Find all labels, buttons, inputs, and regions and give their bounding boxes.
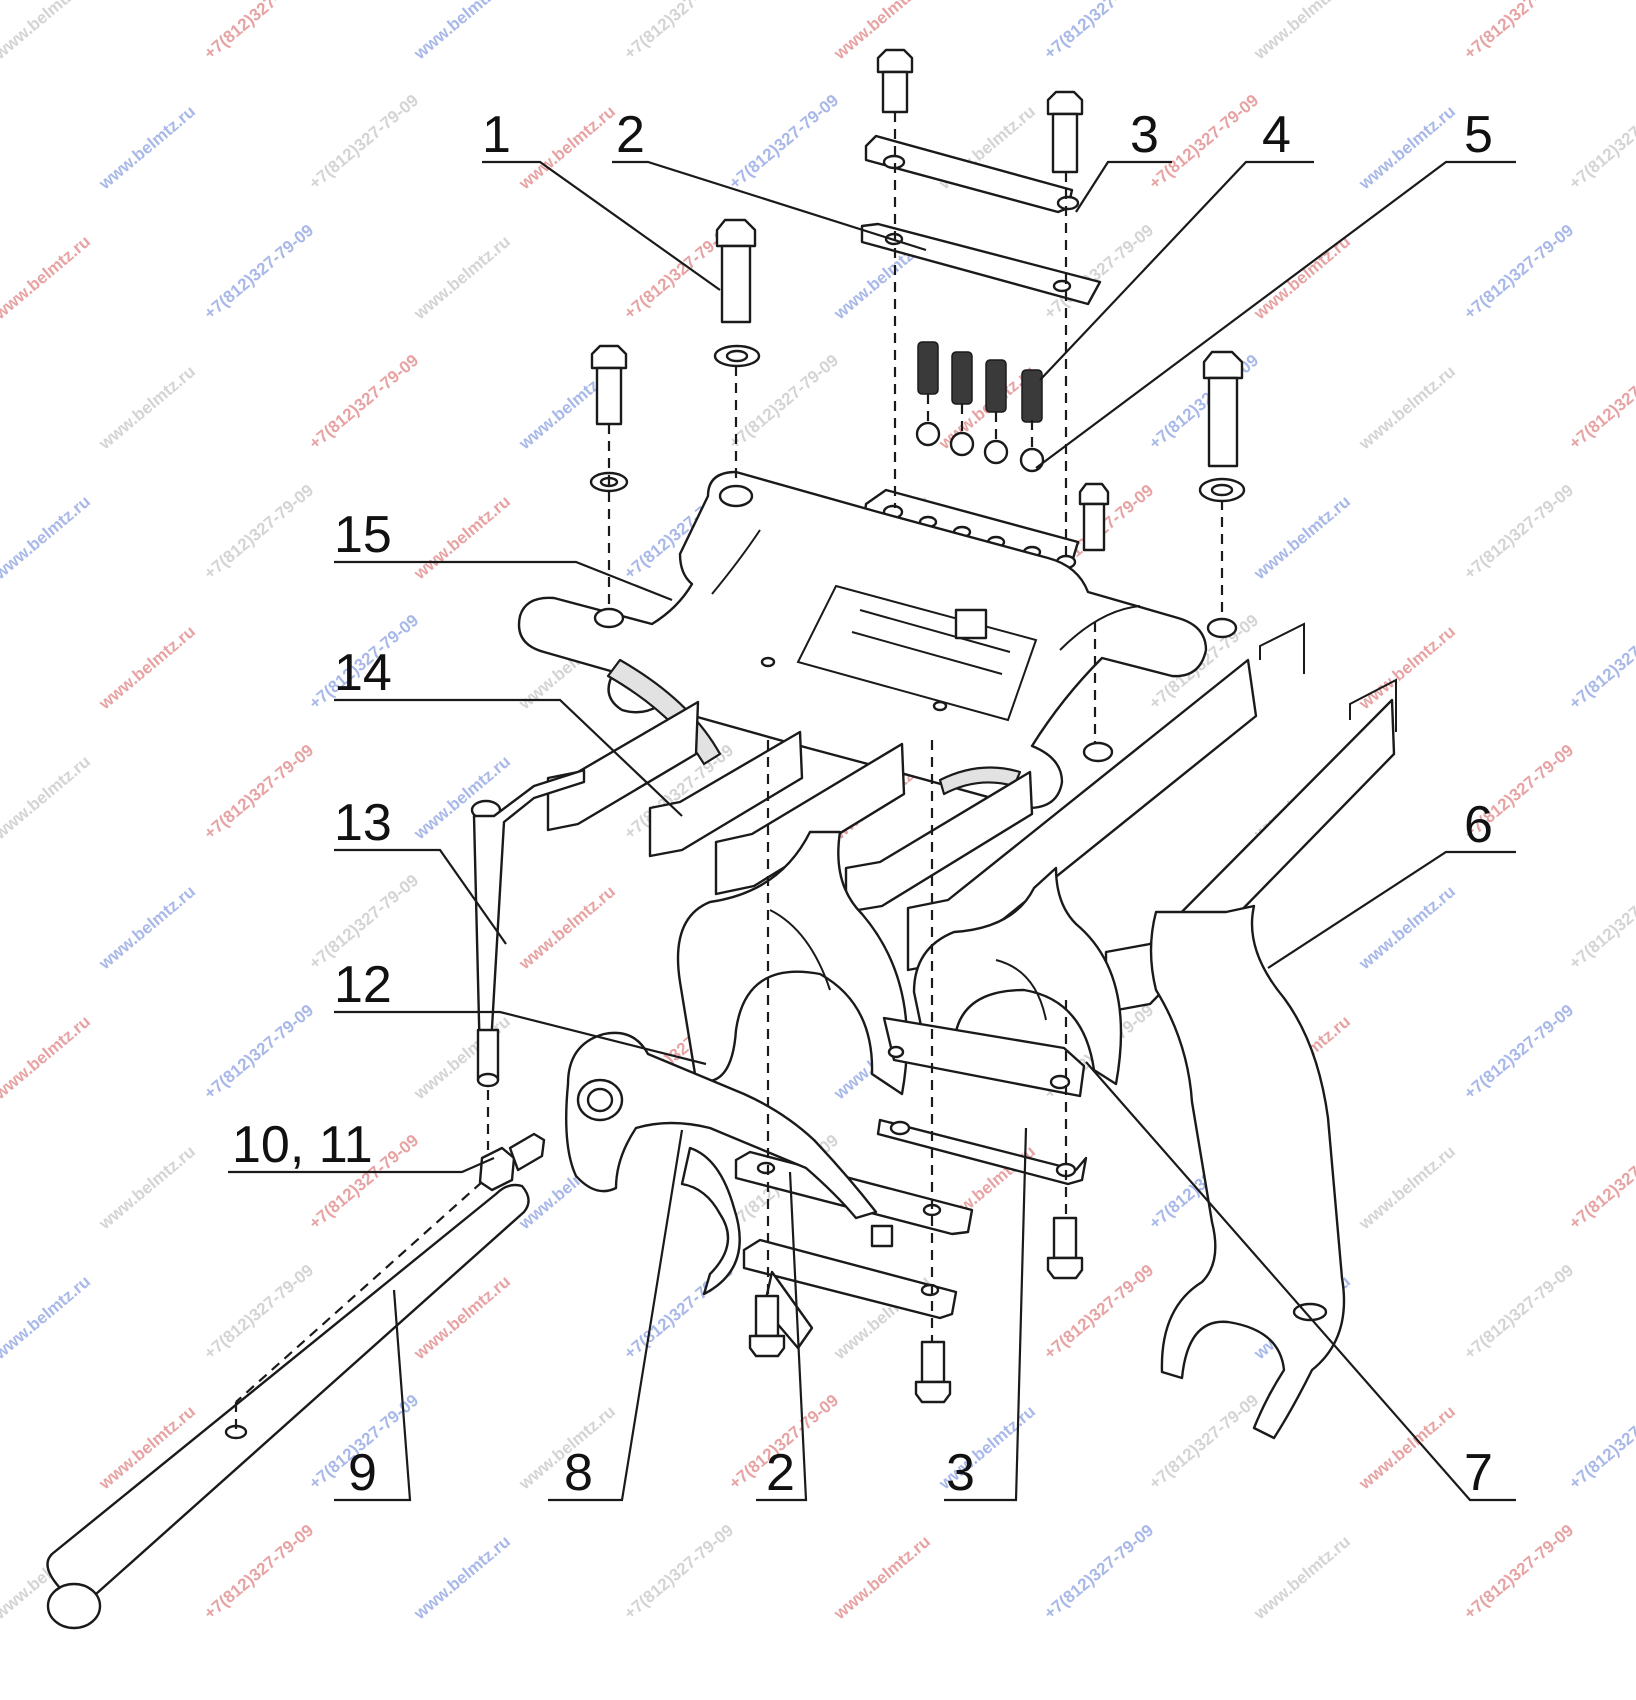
assembly-drawing xyxy=(46,48,1397,1630)
watermark-text: +7(812)327-79-09 xyxy=(200,1001,317,1103)
lever-8 xyxy=(565,1031,878,1350)
lower-strip xyxy=(742,1238,958,1320)
callout-8: 8 xyxy=(564,1444,593,1502)
watermark-text: +7(812)327-79-09 xyxy=(1145,1391,1262,1493)
bolt-top-left xyxy=(876,48,914,114)
fork-6 xyxy=(1149,904,1346,1440)
watermark-text: www.belmtz.ru xyxy=(95,362,199,454)
watermark-text: www.belmtz.ru xyxy=(410,492,514,584)
watermark-text: www.belmtz.ru xyxy=(1355,1402,1459,1494)
locking-plate-bottom xyxy=(876,1118,1088,1186)
watermark-text: +7(812)327-79-09 xyxy=(200,481,317,583)
callout-6: 6 xyxy=(1464,796,1493,854)
watermark-text: +7(812)327-79-09 xyxy=(1565,1391,1636,1493)
bolt-bottom-3 xyxy=(1046,1216,1084,1280)
callout-1: 1 xyxy=(482,106,511,164)
callout-5: 5 xyxy=(1464,106,1493,164)
callout-7: 7 xyxy=(1464,1444,1493,1502)
watermark-text: www.belmtz.ru xyxy=(410,232,514,324)
watermark-text: +7(812)327-79-09 xyxy=(1460,1521,1577,1623)
watermark-text: www.belmtz.ru xyxy=(0,0,94,64)
watermark-text: +7(812)327-79-09 xyxy=(305,91,422,193)
watermark-text: +7(812)327-79-09 xyxy=(1040,1521,1157,1623)
watermark-text: www.belmtz.ru xyxy=(1355,622,1459,714)
watermark-text: www.belmtz.ru xyxy=(1355,102,1459,194)
watermark-text: www.belmtz.ru xyxy=(515,882,619,974)
watermark-text: +7(812)327-79-09 xyxy=(1460,1001,1577,1103)
watermark-text: www.belmtz.ru xyxy=(0,492,94,584)
watermark-text: +7(812)327-79-09 xyxy=(1460,221,1577,323)
fork-center-left xyxy=(676,830,909,1096)
watermark-text: +7(812)327-79-09 xyxy=(1565,871,1636,973)
watermark-text: +7(812)327-79-09 xyxy=(1565,91,1636,193)
callout-3-top: 3 xyxy=(1130,106,1159,164)
watermark-text: +7(812)327-79-09 xyxy=(200,0,317,63)
watermark-text: +7(812)327-79-09 xyxy=(620,1521,737,1623)
callout-10-11: 10, 11 xyxy=(232,1116,373,1174)
callout-9: 9 xyxy=(348,1444,377,1502)
callout-15: 15 xyxy=(334,506,392,564)
bolt-bottom-1 xyxy=(748,1294,786,1358)
bolt-left xyxy=(589,344,629,493)
bolt-1 xyxy=(713,218,761,368)
callout-2-bottom: 2 xyxy=(766,1444,795,1502)
lower-plate xyxy=(882,1016,1086,1098)
watermark-text: +7(812)327-79-09 xyxy=(1565,1131,1636,1233)
watermark-text: +7(812)327-79-09 xyxy=(725,91,842,193)
watermark-text: www.belmtz.ru xyxy=(95,622,199,714)
watermark-text: www.belmtz.ru xyxy=(1250,232,1354,324)
watermark-text: +7(812)327-79-09 xyxy=(200,1261,317,1363)
callout-4: 4 xyxy=(1262,106,1291,164)
watermark-text: +7(812)327-79-09 xyxy=(1565,611,1636,713)
bolt-bottom-4 xyxy=(870,1224,894,1248)
watermark-text: +7(812)327-79-09 xyxy=(1460,1261,1577,1363)
watermark-text: www.belmtz.ru xyxy=(1250,1532,1354,1624)
watermark-text: +7(812)327-79-09 xyxy=(1460,0,1577,63)
watermark-text: +7(812)327-79-09 xyxy=(1145,91,1262,193)
watermark-text: www.belmtz.ru xyxy=(410,0,514,64)
fitting-10-11 xyxy=(478,1132,546,1192)
watermark-text: www.belmtz.ru xyxy=(0,752,94,844)
watermark-text: +7(812)327-79-09 xyxy=(200,1521,317,1623)
watermark-text: www.belmtz.ru xyxy=(410,1532,514,1624)
callout-12: 12 xyxy=(334,956,392,1014)
callout-13: 13 xyxy=(334,794,392,852)
watermark-text: www.belmtz.ru xyxy=(0,232,94,324)
bolt-top-right xyxy=(1046,90,1084,174)
watermark-text: www.belmtz.ru xyxy=(1355,882,1459,974)
callout-3-bottom: 3 xyxy=(946,1444,975,1502)
bolt-right xyxy=(1198,350,1246,503)
watermark-text: www.belmtz.ru xyxy=(95,882,199,974)
watermark-text: +7(812)327-79-09 xyxy=(1040,0,1157,63)
watermark-text: www.belmtz.ru xyxy=(1355,1142,1459,1234)
watermark-text: www.belmtz.ru xyxy=(0,1272,94,1364)
callout-2-top: 2 xyxy=(616,106,645,164)
assembly-axes xyxy=(234,112,1224,1432)
bolt-bottom-2 xyxy=(914,1340,952,1404)
watermark-text: www.belmtz.ru xyxy=(1250,0,1354,64)
watermark-text: +7(812)327-79-09 xyxy=(1460,481,1577,583)
watermark-text: +7(812)327-79-09 xyxy=(200,741,317,843)
watermark-text: www.belmtz.ru xyxy=(95,102,199,194)
watermark-text: www.belmtz.ru xyxy=(830,1532,934,1624)
callout-14: 14 xyxy=(334,644,392,702)
watermark-text: www.belmtz.ru xyxy=(95,1142,199,1234)
watermark-text: www.belmtz.ru xyxy=(1250,492,1354,584)
callout-labels: 1 2 3 4 5 15 14 13 12 10, 11 6 9 8 2 3 7 xyxy=(232,106,1493,1502)
fork-center-right xyxy=(912,866,1123,1086)
springs xyxy=(915,341,1045,473)
watermark-text: www.belmtz.ru xyxy=(1355,362,1459,454)
leader-lines xyxy=(228,160,1516,1502)
watermark-text: www.belmtz.ru xyxy=(0,1012,94,1104)
watermark-text: +7(812)327-79-09 xyxy=(200,221,317,323)
watermark-text: +7(812)327-79-09 xyxy=(1565,351,1636,453)
watermark-text: +7(812)327-79-09 xyxy=(305,351,422,453)
watermark-text: +7(812)327-79-09 xyxy=(620,0,737,63)
shaft-9 xyxy=(46,1183,530,1630)
lever-13 xyxy=(470,768,586,1088)
